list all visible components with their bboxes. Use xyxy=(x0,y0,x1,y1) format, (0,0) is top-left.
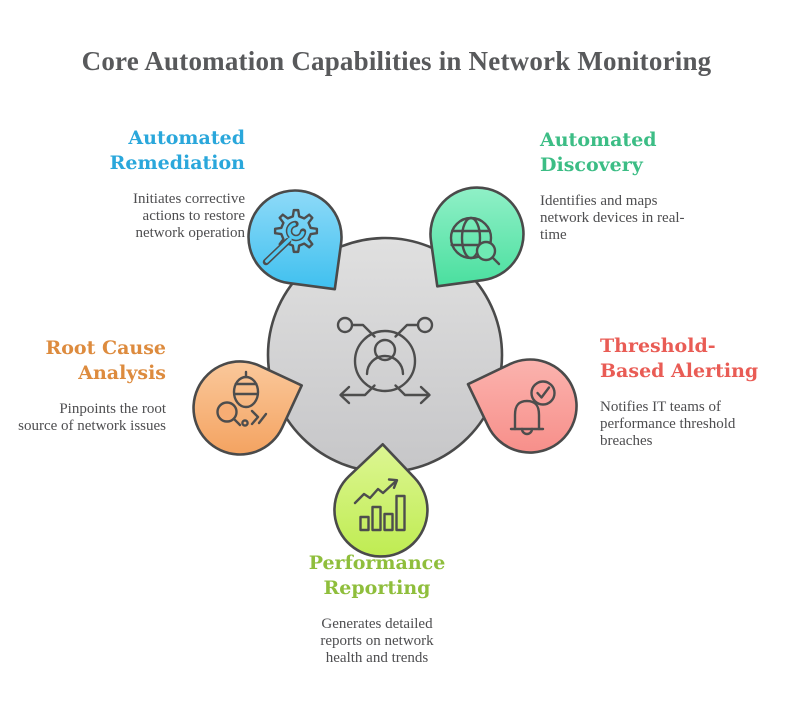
bell-check-icon xyxy=(509,380,556,436)
bug-search-icon xyxy=(216,370,268,427)
capability-title: Automated Remediation xyxy=(109,127,245,174)
capability-automated-remediation: Automated Remediation Initiates correcti… xyxy=(40,126,245,242)
capability-performance-reporting: Performance Reporting Generates detailed… xyxy=(277,551,477,667)
capability-description: Identifies and maps network devices in r… xyxy=(540,193,685,243)
petal-automated-discovery xyxy=(429,186,525,288)
user-network-icon xyxy=(336,316,434,405)
bar-chart-trend-icon xyxy=(353,478,406,532)
wrench-gear-icon xyxy=(262,208,319,266)
page-title: Core Automation Capabilities in Network … xyxy=(81,46,712,76)
capability-title: Threshold- Based Alerting xyxy=(600,335,759,382)
capability-title: Root Cause Analysis xyxy=(45,337,166,384)
capability-threshold-based-alerting: Threshold- Based Alerting Notifies IT te… xyxy=(600,334,782,450)
capability-title: Performance Reporting xyxy=(308,552,446,599)
capability-description: Generates detailed reports on network he… xyxy=(320,616,434,666)
capability-root-cause-analysis: Root Cause Analysis Pinpoints the root s… xyxy=(0,336,166,435)
capability-description: Pinpoints the root source of network iss… xyxy=(18,401,166,434)
globe-search-icon xyxy=(449,216,501,266)
capability-description: Initiates corrective actions to restore … xyxy=(132,191,245,241)
capability-title: Automated Discovery xyxy=(540,129,657,176)
capability-description: Notifies IT teams of performance thresho… xyxy=(600,399,736,449)
capability-automated-discovery: Automated Discovery Identifies and maps … xyxy=(540,128,718,244)
